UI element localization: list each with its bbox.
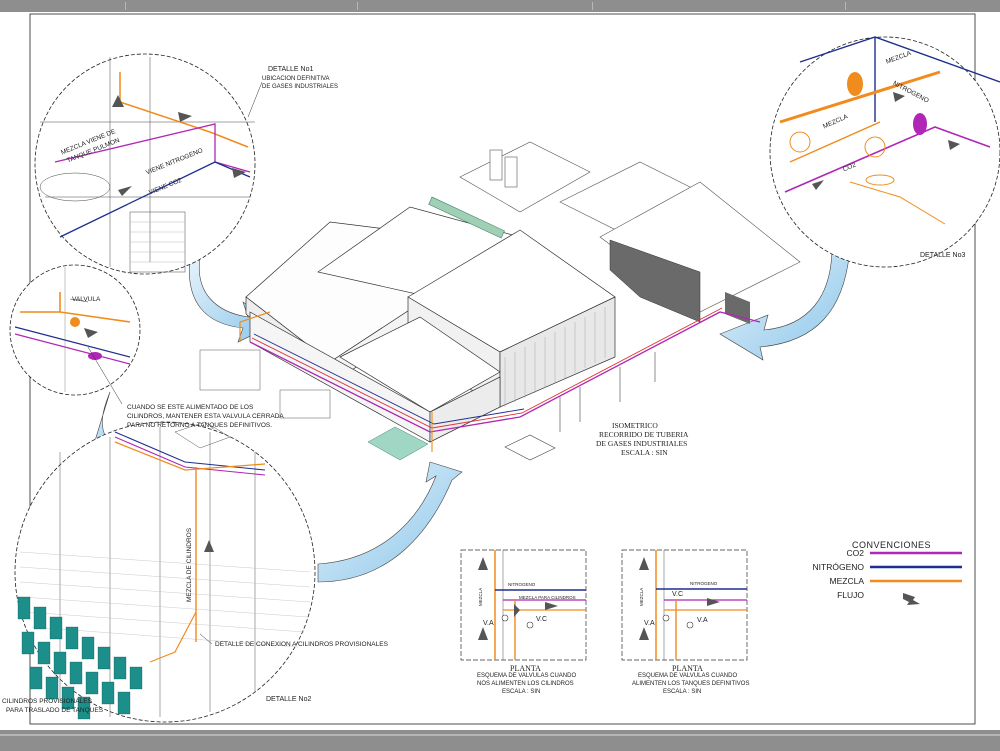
plan1-title: PLANTA — [510, 664, 541, 673]
plan1-mezcla: MEZCLA — [478, 587, 483, 606]
detail1-subtitle-2: DE GASES INDUSTRIALES — [262, 84, 339, 90]
legend-label-nitrogeno: NITRÓGENO — [812, 562, 864, 572]
detail-valve-circle — [9, 264, 141, 396]
ruler-mark — [125, 2, 126, 10]
plan2-desc-2: ALIMENTEN LOS TANQUES DEFINITIVOS — [632, 681, 750, 687]
detail3-circle — [769, 36, 1000, 268]
ruler-mark — [592, 2, 593, 10]
leader-note — [87, 346, 123, 405]
plan1-vc: V.C — [536, 616, 548, 623]
detail1-title: DETALLE No1 — [268, 66, 314, 73]
bottom-strip — [0, 734, 1000, 736]
leader-conexion — [199, 633, 213, 645]
isometric-line-1: ISOMETRICO — [612, 421, 658, 430]
plan1-va: V.A — [483, 620, 494, 627]
small-structure-2 — [279, 389, 331, 419]
drawing-sheet[interactable]: DETALLE No1 UBICACION DEFINITIVA DE GASE… — [0, 12, 1000, 730]
support-columns — [559, 352, 656, 432]
detail2-title: DETALLE No2 — [266, 696, 312, 703]
detail2-provisionales-1: CILINDROS PROVISIONALES — [2, 698, 92, 705]
ruler-mark — [845, 2, 846, 10]
valve-note-line-3: PARA NO RETORNO A TANQUES DEFINITIVOS. — [127, 422, 273, 429]
legend-label-flujo: FLUJO — [837, 590, 864, 600]
detail3-title: DETALLE No3 — [920, 252, 966, 259]
plan2-va-2: V.A — [697, 617, 708, 624]
cylinder-rack-small — [367, 426, 429, 461]
window-bottom-bar — [0, 730, 1000, 751]
plan2-va: V.A — [644, 620, 655, 627]
valve-note-line-2: CILINDROS, MANTENER ESTA VALVULA CERRADA — [127, 413, 284, 420]
legend-swatch-flujo — [903, 593, 920, 605]
plan2-scale: ESCALA : SIN — [663, 689, 702, 695]
isometric-line-4: ESCALA : SIN — [621, 448, 668, 457]
plan1-scale: ESCALA : SIN — [502, 689, 541, 695]
plan2-desc-1: ESQUEMA DE VALVULAS CUANDO — [638, 673, 738, 679]
dark-panel — [609, 239, 701, 323]
valve-label: VALVULA — [72, 296, 101, 303]
pipe-run-red — [251, 307, 723, 429]
plan2-mezcla: MEZCLA — [639, 587, 644, 606]
plan2-vc: V.C — [672, 591, 684, 598]
ruler-mark — [357, 2, 358, 10]
flow-arrow-detail2 — [317, 461, 463, 583]
valve-note-line-1: CUANDO SE ESTE ALIMENTADO DE LOS — [127, 404, 254, 411]
detail1-circle — [34, 53, 256, 275]
small-structure — [199, 349, 261, 391]
detail1-subtitle-1: UBICACION DEFINITIVA — [262, 76, 330, 82]
plan1-mezcla-cilindros: MEZCLA PARA CILINDROS — [519, 595, 576, 600]
plan1-desc-2: NOS ALIMENTEN LOS CILINDROS — [477, 681, 574, 687]
building-wall-hatch — [504, 307, 606, 407]
plan1-nitrogeno: NITROGENO — [508, 582, 536, 587]
co2-pipe-run — [249, 311, 761, 433]
tank-base — [504, 434, 556, 461]
detail2-conexion: DETALLE DE CONEXION A CILINDROS PROVISIO… — [215, 641, 388, 648]
plan2-box — [621, 549, 748, 661]
isometric-line-2: RECORRIDO DE TUBERIA — [599, 430, 689, 439]
leader-d1 — [247, 81, 263, 118]
conventions-title: CONVENCIONES — [852, 540, 932, 550]
green-structure — [428, 196, 505, 239]
legend-label-mezcla: MEZCLA — [829, 576, 864, 586]
plan2-title: PLANTA — [672, 664, 703, 673]
mezcla-pipe-run — [239, 311, 271, 342]
background-structures — [459, 141, 801, 313]
plan2-nitrogeno: NITROGENO — [690, 581, 718, 586]
leader-valve — [69, 298, 89, 303]
window-top-bar — [0, 0, 1000, 12]
legend-label-co2: CO2 — [846, 548, 864, 558]
dark-panel-2 — [725, 292, 750, 324]
detail2-provisionales-2: PARA TRASLADO DE TANQUES — [6, 707, 104, 714]
cad-drawing — [9, 13, 1000, 725]
nitrogen-pipe-run — [253, 333, 525, 425]
isometric-line-3: DE GASES INDUSTRIALES — [596, 439, 688, 448]
detail2-cilindros: MEZCLA DE CILINDROS — [186, 527, 193, 602]
detail2-circle — [14, 421, 316, 723]
flow-arrow-detail3 — [719, 246, 851, 361]
plan1-box — [460, 549, 587, 661]
plan1-desc-1: ESQUEMA DE VALVULAS CUANDO — [477, 673, 577, 679]
